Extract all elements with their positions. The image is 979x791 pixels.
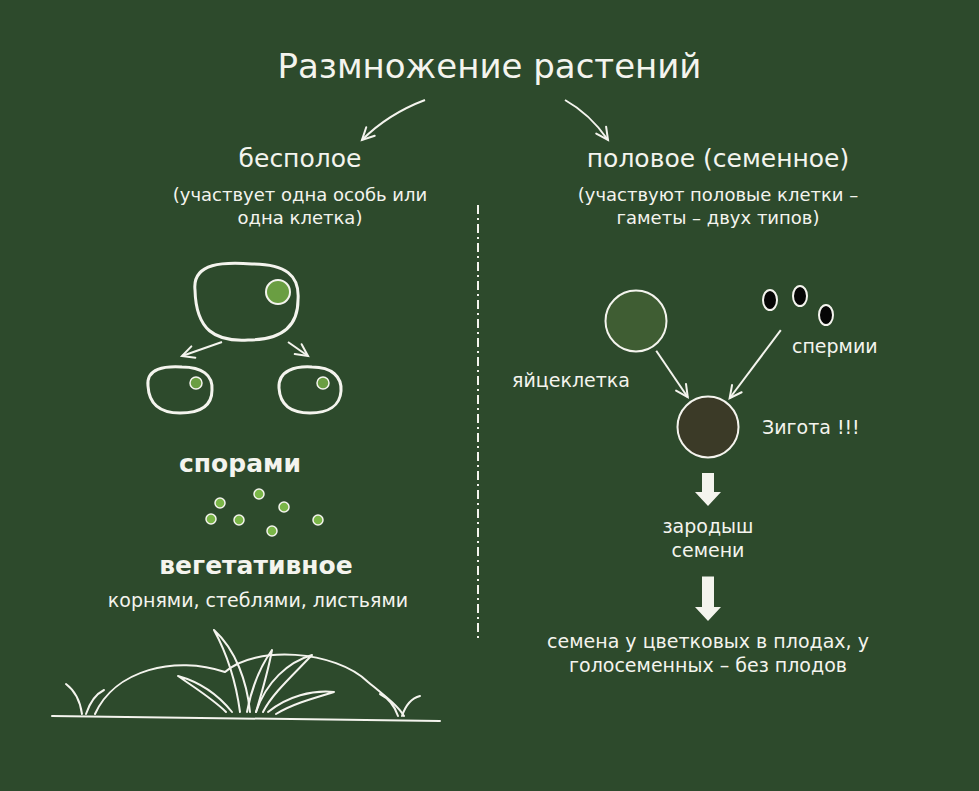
spore <box>313 515 323 525</box>
sperm-cell <box>763 290 777 310</box>
spore <box>267 526 277 536</box>
organs-label: корнями, стеблями, листьями <box>108 589 408 612</box>
cell-body <box>678 397 739 458</box>
sperm-cell <box>819 305 833 325</box>
node-body: (участвуют половые клетки – гаметы – дву… <box>574 184 863 229</box>
sperm-group: спермии <box>760 285 838 327</box>
division-arrow <box>288 342 308 356</box>
spore <box>234 515 244 525</box>
node-heading: семена у цветковых в плодах, у голосемен… <box>543 630 873 678</box>
spores <box>206 489 323 536</box>
method-label: спорами <box>179 449 301 479</box>
spore <box>279 502 289 512</box>
leaf <box>268 692 334 714</box>
plant-drawing <box>52 630 440 721</box>
spore <box>215 498 225 508</box>
node-heading: зародыш семени <box>659 515 758 563</box>
mother-cell <box>195 263 298 340</box>
spore <box>206 514 216 524</box>
cell-nucleus <box>317 377 329 389</box>
node-heading: бесполое <box>169 143 432 174</box>
sperm-drawing <box>760 285 838 327</box>
cell-circle: яйцеклетка <box>604 289 668 353</box>
grass <box>380 694 420 716</box>
title-arrow <box>362 100 425 140</box>
text-node: бесполое (участвует одна особь или одна к… <box>169 143 432 229</box>
text-node: зародыш семени <box>659 515 758 563</box>
connector-arrow <box>656 351 688 397</box>
cell-outline <box>676 395 740 459</box>
spore <box>254 489 264 499</box>
ground-line <box>52 716 440 721</box>
division-arrow <box>182 342 222 356</box>
daughter-cell <box>279 367 341 413</box>
grass <box>66 684 104 714</box>
block-arrow <box>695 577 721 622</box>
node-heading: спермии <box>792 335 878 358</box>
daughter-cell <box>148 367 212 413</box>
cell-body <box>606 291 667 352</box>
text-node: половое (семенное) (участвуют половые кле… <box>574 143 863 229</box>
sperm-cell <box>793 286 807 306</box>
cell-nucleus <box>190 377 202 389</box>
leaf <box>178 676 232 712</box>
connector-arrow <box>730 330 781 398</box>
node-heading: Зигота !!! <box>762 416 860 439</box>
node-body: (участвует одна особь или одна клетка) <box>169 184 432 229</box>
method-label: вегетативное <box>159 551 352 581</box>
cell-circle: Зигота !!! <box>676 395 740 459</box>
diagram-title: Размножение растений <box>0 46 979 86</box>
leaf <box>247 650 272 712</box>
block-arrow <box>695 473 721 506</box>
divider-line <box>477 205 479 642</box>
cell-outline <box>604 289 668 353</box>
cell-nucleus <box>266 280 290 304</box>
node-heading: половое (семенное) <box>574 143 863 174</box>
text-node: семена у цветковых в плодах, у голосемен… <box>543 630 873 678</box>
title-arrow <box>565 100 608 140</box>
node-heading: яйцеклетка <box>512 369 630 392</box>
